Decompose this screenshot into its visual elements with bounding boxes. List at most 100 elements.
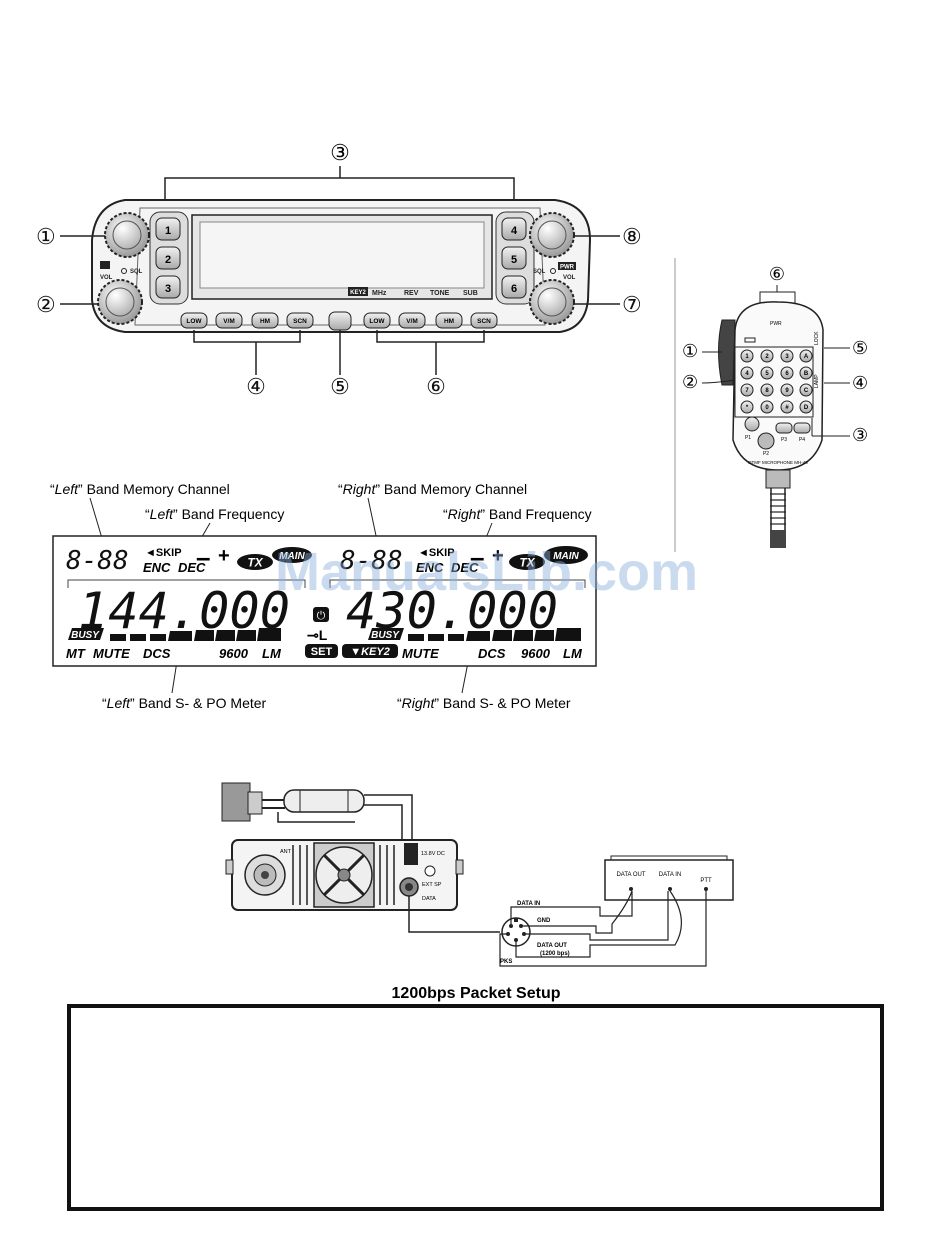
packet-setup-diagram: ANT 13.8V DC EXT SP DATA D: [221, 782, 734, 1002]
key-4[interactable]: 4: [501, 217, 527, 241]
key-hm-right[interactable]: HM: [435, 312, 463, 329]
mic-key-b[interactable]: B: [799, 366, 813, 380]
mic-key-d[interactable]: D: [799, 400, 813, 414]
mic-callout-5: ⑤: [852, 338, 868, 359]
mic-key-a[interactable]: A: [799, 349, 813, 363]
left-tx-badge: TX: [237, 554, 273, 570]
mic-key-hash[interactable]: #: [780, 400, 794, 414]
key-scn-right[interactable]: SCN: [470, 312, 498, 329]
svg-text:1: 1: [745, 354, 749, 360]
svg-text:LOW: LOW: [369, 318, 385, 325]
callout-1: ①: [36, 225, 56, 250]
key-1[interactable]: 1: [155, 217, 181, 241]
right-dcs: DCS: [478, 646, 506, 661]
svg-text:+: +: [218, 545, 230, 567]
key-low-right[interactable]: LOW: [363, 312, 391, 329]
tnc-ptt: PTT: [700, 878, 712, 884]
mic-key-p2[interactable]: P2: [757, 432, 775, 457]
clock-indicator: ⏻: [317, 610, 326, 622]
set-badge: SET: [305, 644, 338, 658]
callout-5: ⑤: [330, 375, 350, 400]
indicator-sub: SUB: [463, 290, 478, 297]
svg-text:3: 3: [785, 354, 789, 360]
mic-key-0[interactable]: 0: [760, 400, 774, 414]
mic-lamp-label: LAMP: [814, 374, 820, 388]
svg-text:0: 0: [765, 405, 769, 411]
mic-key-1[interactable]: 1: [740, 349, 754, 363]
left-dec: DEC: [178, 560, 206, 575]
left-main-badge: MAIN: [272, 547, 312, 563]
data-port-label: DATA: [422, 896, 436, 902]
key-low-left[interactable]: LOW: [180, 312, 208, 329]
key-3[interactable]: 3: [155, 275, 181, 299]
wire-data-in-label: DATA IN: [517, 901, 540, 907]
svg-text:P4: P4: [799, 437, 805, 443]
mic-key-2[interactable]: 2: [760, 349, 774, 363]
lcd-center-indicators: ⏻ ⊸L SET ▼KEY2: [305, 607, 398, 658]
mic-callout-6: ⑥: [769, 264, 785, 285]
left-vol-sql-knob[interactable]: [97, 279, 143, 325]
annotation-right-frequency: “Right” Band Frequency: [443, 506, 592, 522]
right-enc: ENC: [416, 560, 444, 575]
right-skip: ◄SKIP: [418, 547, 455, 559]
svg-text:MAIN: MAIN: [553, 551, 579, 562]
indicator-rev: REV: [404, 290, 419, 297]
svg-text:TX: TX: [247, 556, 263, 570]
left-busy-badge: BUSY: [68, 628, 104, 641]
key-center[interactable]: [328, 311, 352, 331]
key-2[interactable]: 2: [155, 246, 181, 270]
mic-key-6[interactable]: 6: [780, 366, 794, 380]
mic-key-9[interactable]: 9: [780, 383, 794, 397]
mic-key-3[interactable]: 3: [780, 349, 794, 363]
annotation-right-meter: “Right” Band S- & PO Meter: [397, 695, 571, 711]
mic-key-4[interactable]: 4: [740, 366, 754, 380]
mic-key-7[interactable]: 7: [740, 383, 754, 397]
mic-key-c[interactable]: C: [799, 383, 813, 397]
microphone-diagram: ⑥ PWR 1 2 3 A 4 5 6 B 7 8 9 C * 0 # D LO…: [674, 258, 868, 552]
key-vm-right[interactable]: V/M: [398, 312, 426, 329]
mic-key-p3[interactable]: P3: [775, 422, 793, 443]
tnc-data-in: DATA IN: [659, 872, 681, 878]
key-5[interactable]: 5: [501, 246, 527, 270]
right-memory-channel: 8-88: [340, 546, 403, 576]
left-mute: MUTE: [93, 646, 130, 661]
mic-model-text: DTMF MICROPHONE MH-48: [748, 460, 808, 465]
right-vol-sql-knob[interactable]: [529, 279, 575, 325]
mic-key-5[interactable]: 5: [760, 366, 774, 380]
mic-key-p4[interactable]: P4: [793, 422, 811, 443]
callout-2: ②: [36, 293, 56, 318]
left-dial-knob[interactable]: [104, 212, 150, 258]
svg-text:▼KEY2: ▼KEY2: [350, 646, 390, 658]
mic-key-star[interactable]: *: [740, 400, 754, 414]
right-dial-knob[interactable]: [529, 212, 575, 258]
svg-text:LOW: LOW: [186, 318, 202, 325]
svg-text:BUSY: BUSY: [71, 630, 100, 641]
svg-text:SET: SET: [311, 646, 333, 658]
key-hm-left[interactable]: HM: [251, 312, 279, 329]
key-vm-left[interactable]: V/M: [215, 312, 243, 329]
svg-text:5: 5: [511, 254, 517, 266]
svg-text:V/M: V/M: [223, 318, 235, 325]
key-lock-indicator: ⊸L: [307, 627, 328, 643]
svg-text:7: 7: [745, 388, 749, 394]
svg-text:P1: P1: [745, 435, 751, 441]
left-lm: LM: [262, 646, 282, 661]
mic-key-8[interactable]: 8: [760, 383, 774, 397]
key-6[interactable]: 6: [501, 275, 527, 299]
lcd-diagram: “Left” Band Memory Channel “Left” Band F…: [50, 481, 597, 711]
mic-key-p1[interactable]: P1: [744, 416, 760, 441]
svg-text:6: 6: [511, 283, 517, 295]
indicator-mhz: MHz: [372, 290, 387, 297]
svg-text:2: 2: [765, 354, 769, 360]
svg-text:3: 3: [165, 283, 171, 295]
left-key-column: 1 2 3: [149, 211, 189, 305]
key-scn-left[interactable]: SCN: [286, 312, 314, 329]
knob-label-pwr: PWR: [560, 265, 575, 271]
annotation-left-memory: “Left” Band Memory Channel: [50, 481, 230, 497]
annotation-left-meter: “Left” Band S- & PO Meter: [102, 695, 267, 711]
svg-text:1: 1: [165, 225, 171, 237]
ant-label: ANT: [280, 849, 292, 855]
svg-text:2: 2: [165, 254, 171, 266]
indicator-tone: TONE: [430, 290, 450, 297]
